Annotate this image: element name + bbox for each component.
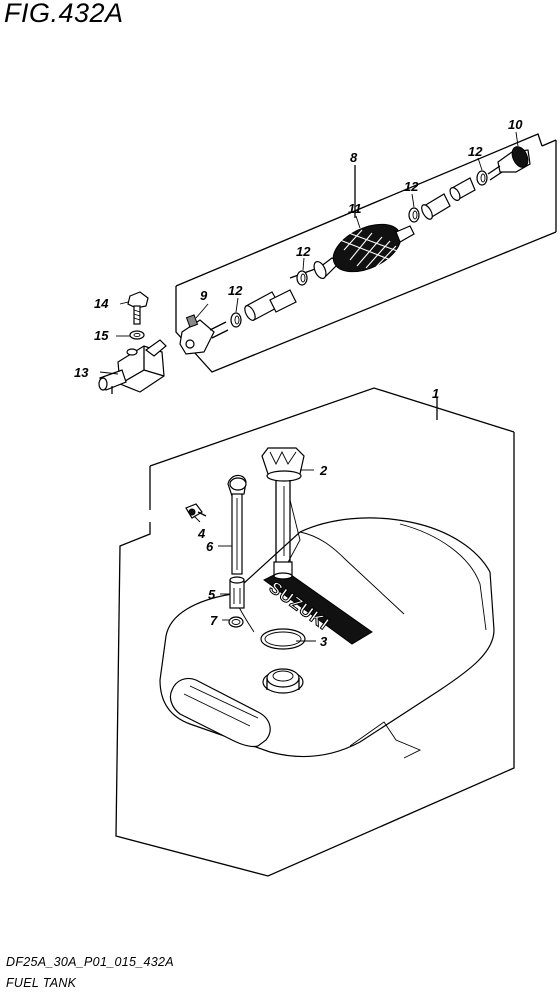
callout-3: 3 — [320, 634, 328, 649]
callout-12: 12 — [296, 244, 311, 259]
tank-filler-neck[interactable] — [262, 668, 304, 694]
vent-screw[interactable] — [185, 503, 207, 519]
fuel-hose-segment — [449, 177, 476, 201]
fuel-connector-tank-side[interactable] — [179, 314, 229, 355]
callout-leaders — [99, 131, 519, 642]
fuel-hose-segment — [421, 193, 451, 220]
washer[interactable] — [129, 330, 145, 340]
callout-1: 1 — [432, 386, 439, 401]
figure-code: DF25A_30A_P01_015_432A — [6, 955, 174, 969]
hose-clamp-icon[interactable] — [230, 312, 242, 328]
fuel-connector-engine-side[interactable] — [487, 144, 531, 181]
primer-bulb[interactable] — [289, 215, 415, 282]
callout-8: 8 — [350, 150, 358, 165]
callout-2: 2 — [319, 463, 328, 478]
pipe-joint[interactable] — [229, 576, 245, 609]
callout-12: 12 — [404, 179, 419, 194]
callout-14: 14 — [94, 296, 109, 311]
callout-4: 4 — [197, 526, 206, 541]
callout-7: 7 — [210, 613, 218, 628]
callout-13: 13 — [74, 365, 89, 380]
callout-12: 12 — [468, 144, 483, 159]
hose-clamp-icon[interactable] — [408, 207, 420, 223]
callout-15: 15 — [94, 328, 109, 343]
fuel-tank-body[interactable]: SUZUKI — [159, 517, 495, 759]
callout-9: 9 — [200, 288, 208, 303]
callout-12: 12 — [228, 283, 243, 298]
hose-clamp-icon[interactable] — [296, 270, 308, 286]
fuel-gauge[interactable] — [261, 447, 305, 580]
hose-clamp-icon[interactable] — [476, 170, 488, 186]
fuel-hose-segment — [244, 289, 297, 321]
callout-5: 5 — [208, 587, 216, 602]
suction-pipe[interactable] — [227, 474, 247, 575]
connector-bracket[interactable] — [98, 339, 167, 394]
bolt[interactable] — [127, 291, 149, 325]
callout-11: 11 — [348, 201, 362, 216]
fuel-tank-frame — [115, 387, 515, 877]
callout-6: 6 — [206, 539, 214, 554]
figure-name: FUEL TANK — [6, 976, 77, 990]
pipe-o-ring[interactable] — [228, 616, 244, 628]
callout-10: 10 — [508, 117, 523, 132]
figure-title: FIG.432A — [4, 0, 124, 28]
gauge-o-ring[interactable] — [260, 628, 306, 650]
